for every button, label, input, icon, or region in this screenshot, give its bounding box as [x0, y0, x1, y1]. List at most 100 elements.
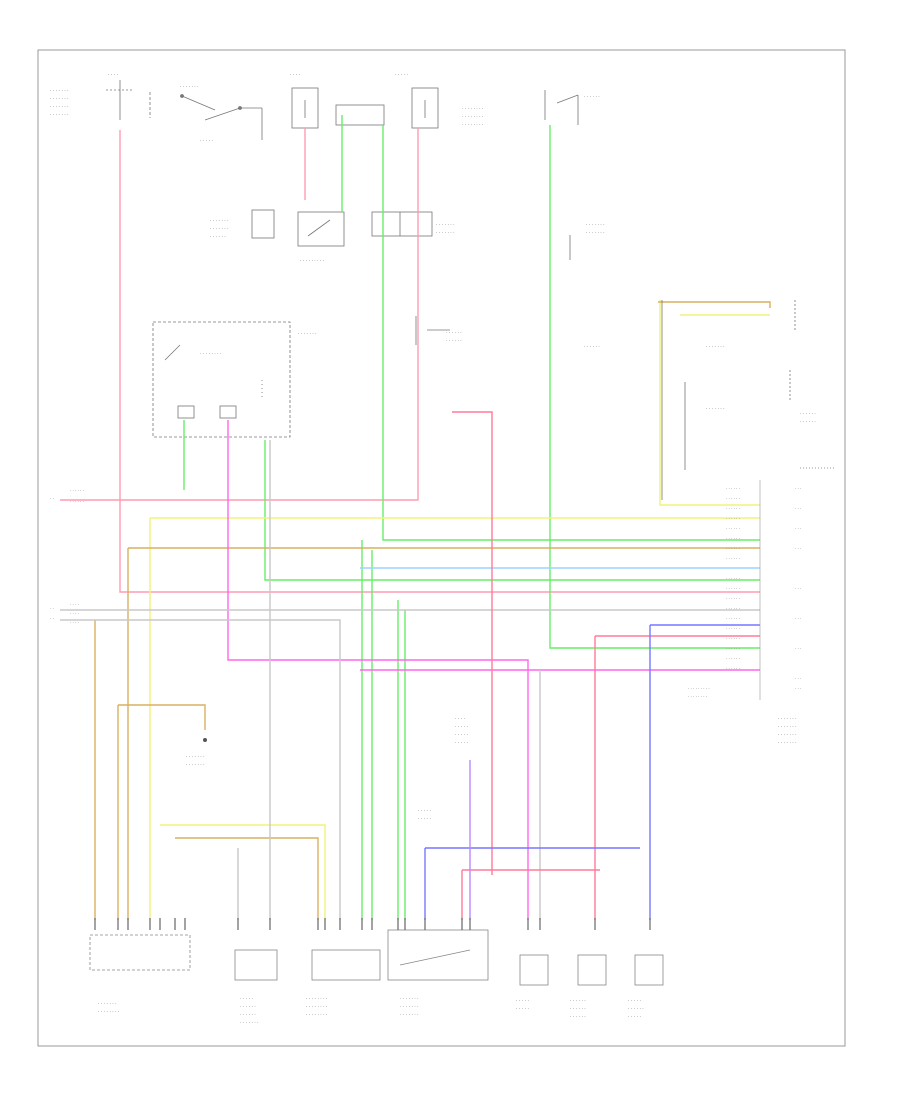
svg-text:· · · · ·: · · · · ·: [240, 997, 253, 1002]
svg-text:· · · · · ·: · · · · · ·: [240, 1005, 256, 1010]
svg-text:· · · · · · ·: · · · · · · ·: [186, 755, 205, 760]
svg-text:· · · · · · · ·: · · · · · · · ·: [306, 1005, 327, 1010]
svg-text:· · · · · · ·: · · · · · · ·: [778, 741, 797, 746]
svg-text:· · · ·: · · · ·: [455, 717, 465, 722]
svg-text:· · · · · ·: · · · · · ·: [726, 536, 740, 541]
svg-text:· · · ·: · · · ·: [70, 611, 79, 616]
svg-text:· · · · · · ·: · · · · · · ·: [400, 1005, 419, 1010]
svg-text:· · · · ·: · · · · ·: [418, 809, 431, 814]
svg-text:· · · · · ·: · · · · · ·: [726, 556, 740, 561]
ground-symbol: · · · · · · · · · · · · · ·: [186, 738, 207, 768]
svg-text:· · · · · ·: · · · · · ·: [726, 646, 740, 651]
svg-text:· · · · ·: · · · · ·: [200, 139, 213, 144]
svg-text:· · · · · ·: · · · · · ·: [446, 339, 462, 344]
svg-text:· · · · · · · ·: · · · · · · · ·: [688, 694, 707, 699]
svg-text:· · · · ·: · · · · ·: [418, 817, 431, 822]
svg-text:· ·: · ·: [50, 496, 54, 501]
bottom-connector-pins: [94, 918, 651, 930]
svg-text:· · · · · ·: · · · · · ·: [570, 1007, 586, 1012]
svg-text:· · ·: · · ·: [795, 506, 801, 511]
svg-text:· · · · · · ·: · · · · · · ·: [50, 113, 69, 118]
svg-text:· · · · · · ·: · · · · · · ·: [436, 231, 455, 236]
svg-text:· · ·: · · ·: [795, 486, 801, 491]
svg-text:· · · · · · · ·: · · · · · · · ·: [306, 997, 327, 1002]
svg-text:· · · · · · ·: · · · · · · ·: [586, 223, 605, 228]
svg-text:· · · · ·: · · · · ·: [395, 73, 408, 78]
svg-text:· · · · · · ·: · · · · · · ·: [706, 345, 725, 350]
svg-text:· · ·: · · ·: [795, 586, 801, 591]
svg-text:· · ·: · · ·: [795, 686, 801, 691]
svg-text:· · · · · · ·: · · · · · · ·: [706, 407, 725, 412]
svg-text:· · · · · · · ·: · · · · · · · ·: [462, 123, 483, 128]
svg-text:· · · · · ·: · · · · · ·: [726, 486, 740, 491]
svg-text:· · · · · ·: · · · · · ·: [726, 496, 740, 501]
svg-text:· · · · ·: · · · · ·: [516, 1007, 529, 1012]
bottom-components: [89, 929, 664, 986]
svg-text:· · ·: · · ·: [795, 646, 801, 651]
svg-text:· · · · · ·: · · · · · ·: [726, 526, 740, 531]
svg-text:· · · · · ·: · · · · · ·: [726, 616, 740, 621]
svg-text:· · · · · ·: · · · · · ·: [570, 999, 586, 1004]
middle-labels: · · · · · · · · · · · · · · · · · · · · …: [200, 219, 816, 425]
svg-text:· · · ·: · · · ·: [70, 602, 79, 607]
svg-text:· · · · · · ·: · · · · · · ·: [400, 1013, 419, 1018]
bottom-labels: · · · · · · · · · · · · · · · · · · · · …: [98, 717, 644, 1026]
svg-text:· · · · · · ·: · · · · · · ·: [186, 763, 205, 768]
svg-text:· · · · · · ·: · · · · · · ·: [778, 733, 797, 738]
svg-text:· · · · ·: · · · · ·: [516, 999, 529, 1004]
svg-text:· · · · · · ·: · · · · · · ·: [50, 97, 69, 102]
top-labels: · · · · · · · · · · · · · · · · · · · · …: [50, 73, 600, 144]
svg-text:· · · · · ·: · · · · · ·: [726, 636, 740, 641]
svg-text:· · · · · ·: · · · · · ·: [70, 499, 84, 504]
svg-text:· · · · · · ·: · · · · · · ·: [98, 1002, 117, 1007]
svg-text:· · · · · · ·: · · · · · · ·: [436, 223, 455, 228]
svg-text:· · · · · ·: · · · · · ·: [726, 596, 740, 601]
svg-text:· · · · · ·: · · · · · ·: [70, 488, 84, 493]
svg-text:· ·: · ·: [50, 606, 54, 611]
svg-text:· · · · · · · ·: · · · · · · · ·: [200, 352, 221, 357]
svg-text:· · · · · ·: · · · · · ·: [628, 1007, 644, 1012]
svg-text:· · · · · · · ·: · · · · · · · ·: [462, 115, 483, 120]
svg-text:· · · · · ·: · · · · · ·: [584, 345, 600, 350]
svg-text:· · · · · · · ·: · · · · · · · ·: [462, 107, 483, 112]
svg-text:· · · · · ·: · · · · · ·: [726, 626, 740, 631]
svg-text:· · · · · ·: · · · · · ·: [210, 235, 226, 240]
svg-text:· · · · · · · ·: · · · · · · · ·: [306, 1013, 327, 1018]
svg-text:· · · · · ·: · · · · · ·: [726, 586, 740, 591]
middle-components: [152, 209, 835, 470]
svg-text:· · · · ·: · · · · ·: [455, 725, 468, 730]
svg-text:· · · · · · ·: · · · · · · ·: [210, 219, 229, 224]
svg-text:· · · ·: · · · ·: [108, 73, 118, 78]
svg-text:· · · · · · ·: · · · · · · ·: [400, 997, 419, 1002]
svg-text:· · · · ·: · · · · ·: [455, 733, 468, 738]
svg-text:· · · · · · · ·: · · · · · · · ·: [98, 1010, 119, 1015]
svg-text:· ·: · ·: [50, 616, 54, 621]
svg-text:· · · · ·: · · · · ·: [628, 999, 641, 1004]
svg-text:· · · · · ·: · · · · · ·: [726, 576, 740, 581]
svg-text:· · ·: · · ·: [795, 546, 801, 551]
svg-text:· · · · · ·: · · · · · ·: [726, 506, 740, 511]
svg-text:· · · · ·: · · · · ·: [455, 741, 468, 746]
svg-text:· · · · · · · · ·: · · · · · · · · ·: [300, 259, 324, 264]
svg-text:· · ·: · · ·: [795, 676, 801, 681]
svg-text:· · · · · · · · ·: · · · · · · · · ·: [688, 686, 710, 691]
svg-text:· · · · · ·: · · · · · ·: [570, 1015, 586, 1020]
svg-text:· · · · · · ·: · · · · · · ·: [50, 105, 69, 110]
svg-text:· · · · ·: · · · · ·: [628, 1015, 641, 1020]
svg-text:· · · · · · ·: · · · · · · ·: [778, 717, 797, 722]
svg-text:· · · · · · ·: · · · · · · ·: [298, 332, 317, 337]
svg-text:· · · · · · ·: · · · · · · ·: [586, 231, 605, 236]
svg-text:· · · · · ·: · · · · · ·: [446, 331, 462, 336]
svg-text:· · · · · · ·: · · · · · · ·: [240, 1021, 259, 1026]
svg-text:· · · · · · ·: · · · · · · ·: [50, 89, 69, 94]
svg-text:· · · · · ·: · · · · · ·: [726, 666, 740, 671]
svg-text:· · · · · ·: · · · · · ·: [584, 95, 600, 100]
svg-text:· · · · · ·: · · · · · ·: [726, 656, 740, 661]
svg-text:· · ·: · · ·: [795, 526, 801, 531]
svg-text:· · · · · · ·: · · · · · · ·: [210, 227, 229, 232]
svg-text:· · · · · · ·: · · · · · · ·: [778, 725, 797, 730]
svg-text:· · · ·: · · · ·: [290, 73, 300, 78]
wires: [60, 115, 771, 920]
svg-text:· · · · · ·: · · · · · ·: [726, 546, 740, 551]
